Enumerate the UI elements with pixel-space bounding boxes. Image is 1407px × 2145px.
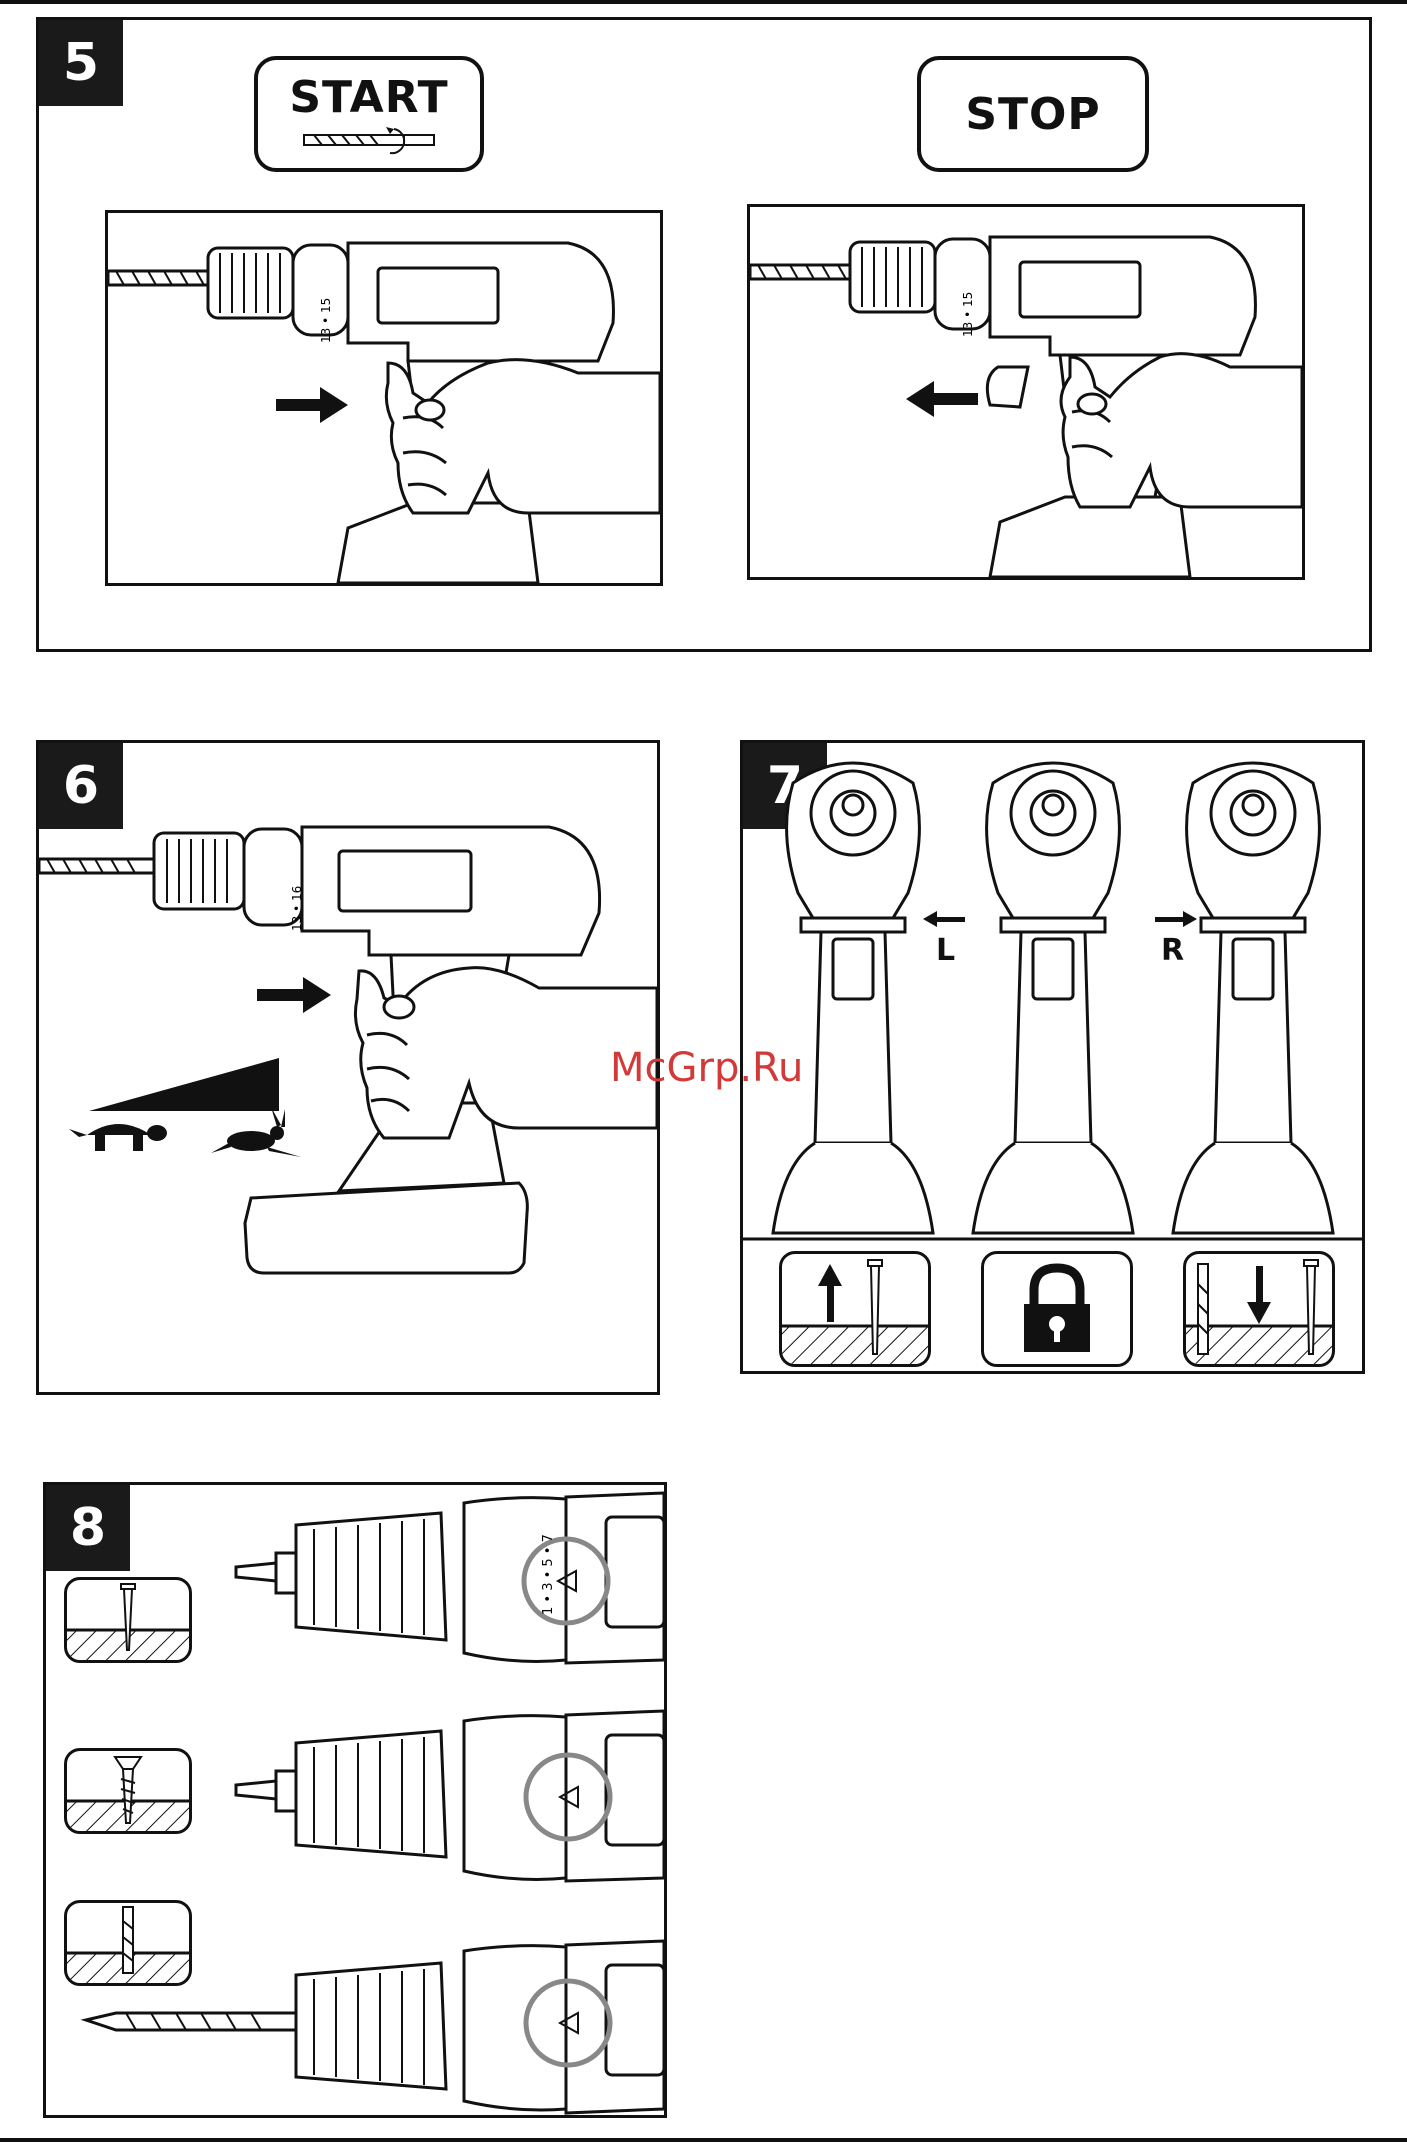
forward-mode-box <box>1183 1251 1335 1367</box>
arrow-right-icon <box>257 977 331 1013</box>
arrow-left-icon <box>923 911 965 927</box>
start-illustration: 13 • 15 <box>105 210 663 586</box>
drill-top-view-right <box>1173 763 1333 1233</box>
drill-top-view-left <box>773 763 933 1233</box>
arrow-left-icon <box>906 381 978 417</box>
lock-mode-box <box>981 1251 1133 1367</box>
watermark: McGrp.Ru <box>610 1045 803 1091</box>
clutch-marks: 13 • 15 <box>961 292 975 337</box>
start-label: START <box>289 72 448 123</box>
stop-label: STOP <box>965 89 1100 140</box>
arrow-right-icon <box>1155 911 1197 927</box>
top-rule <box>0 0 1407 4</box>
chuck-middle <box>236 1711 664 1881</box>
figure-5-panel: 5 START STOP <box>36 17 1372 652</box>
figure-6-panel: 6 13 • 16 <box>36 740 660 1395</box>
reverse-mode-box <box>779 1251 931 1367</box>
arrow-up-icon <box>818 1264 842 1322</box>
bottom-rule <box>0 2138 1407 2142</box>
arrow-down-icon <box>1247 1266 1271 1324</box>
clutch-marks: 13 • 15 <box>319 298 333 343</box>
hare-icon <box>211 1107 301 1157</box>
speed-ramp <box>89 1058 279 1111</box>
figure-7-panel: 7 <box>740 740 1365 1374</box>
drill-bit-icon <box>1198 1264 1208 1354</box>
arrow-right-icon <box>276 387 348 423</box>
drill-top-view-center <box>973 763 1133 1233</box>
start-label-box: START <box>254 56 484 172</box>
figure-8-panel: 8 1 • <box>43 1482 667 2118</box>
ring-marks: 1 • 3 • 5 • 7 <box>541 1534 556 1615</box>
tortoise-icon <box>69 1124 167 1151</box>
stop-label-box: STOP <box>917 56 1149 172</box>
clutch-marks: 13 • 16 <box>290 886 304 931</box>
chuck-top <box>236 1493 664 1663</box>
stop-illustration: 13 • 15 <box>747 204 1305 580</box>
forward-label: R <box>1161 933 1184 968</box>
reverse-label: L <box>936 933 955 968</box>
drill-bit-rotation-icon <box>294 123 444 157</box>
figure-number: 5 <box>39 20 123 106</box>
lock-icon <box>1024 1268 1090 1352</box>
